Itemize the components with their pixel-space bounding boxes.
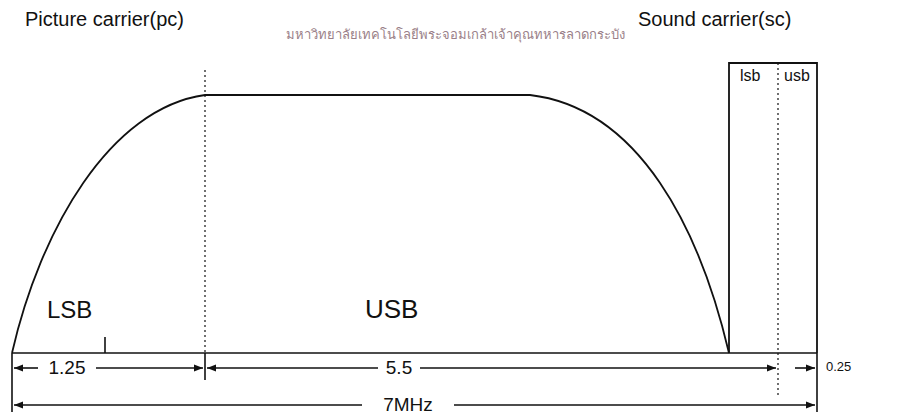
sound-spectrum-box xyxy=(729,63,817,353)
dimension-arrow xyxy=(420,367,776,369)
sideband-label: usb xyxy=(784,67,810,85)
carrier-label: Sound carrier(sc) xyxy=(638,8,791,30)
dimension-extension xyxy=(11,353,13,412)
dimension-arrow xyxy=(454,404,815,406)
baseline xyxy=(12,352,817,354)
dimension-arrow xyxy=(14,404,362,406)
dimension-value: 0.25 xyxy=(826,360,851,374)
tick-mark xyxy=(104,337,106,353)
sideband-label: LSB xyxy=(47,297,92,323)
dimension-value: 1.25 xyxy=(47,358,88,379)
dimension-value: 5.5 xyxy=(384,358,414,379)
dimension-extension xyxy=(816,353,818,412)
dimension-extension xyxy=(204,353,206,380)
picture-carrier-line xyxy=(204,70,205,353)
watermark: มหาวิทยาลัยเทคโนโลยีพระจอมเกล้าเจ้าคุณทห… xyxy=(286,28,625,42)
dimension-value: 7MHz xyxy=(381,395,435,415)
carrier-label: Picture carrier(pc) xyxy=(25,8,184,30)
video-spectrum-curve xyxy=(12,95,729,353)
dimension-arrow xyxy=(795,367,815,369)
dimension-arrow xyxy=(14,367,38,369)
sideband-label: USB xyxy=(365,295,418,324)
sideband-label: lsb xyxy=(740,67,760,85)
dimension-arrow xyxy=(96,367,203,369)
dimension-arrow xyxy=(207,367,378,369)
sound-carrier-line xyxy=(777,63,778,395)
